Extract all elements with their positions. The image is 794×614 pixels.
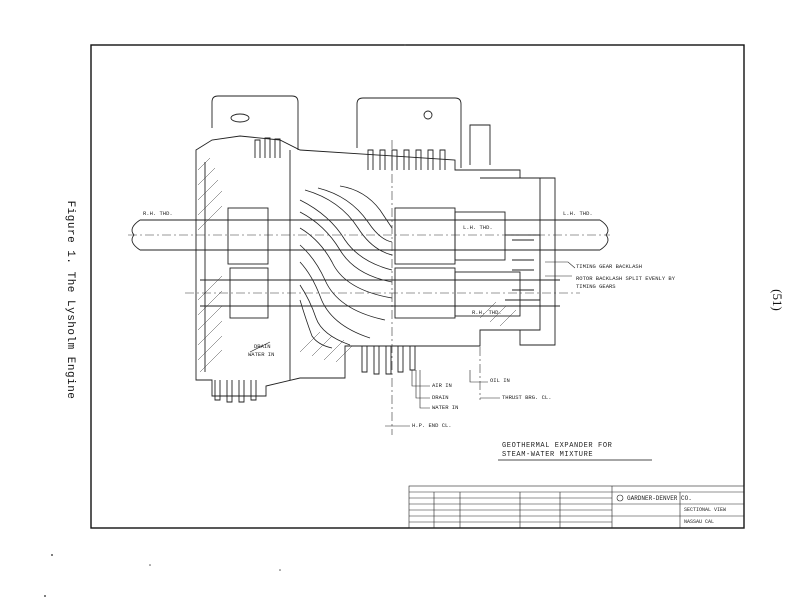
callout-drain-1: DRAIN (254, 343, 271, 350)
right-mount-hole (423, 110, 433, 120)
lower-rotor-shaft (200, 267, 560, 319)
callout-rotor-backlash-1: ROTOR BACKLASH SPLIT EVENLY BY (576, 275, 676, 282)
upper-rotor-shaft (131, 207, 609, 265)
title-block-dwg-no: NASSAU CAL (684, 519, 715, 525)
callout-timing-gear: TIMING GEAR BACKLASH (576, 263, 643, 270)
callout-water-in: WATER IN (432, 404, 459, 411)
callout-air-in: AIR IN (432, 382, 452, 389)
callout-hp-end: H.P. END CL. (412, 422, 452, 429)
bearing-housing (480, 177, 556, 346)
timing-gears (505, 234, 541, 301)
scan-specks (44, 44, 406, 597)
title-block (408, 485, 745, 529)
right-mount-bracket (356, 97, 462, 168)
engine-assembly (131, 95, 609, 403)
drawing-title-line2: STEAM-WATER MIXTURE (502, 451, 594, 459)
cooling-fins-top (254, 137, 446, 170)
callout-rotor-backlash-2: TIMING GEARS (576, 283, 616, 290)
section-hatching (197, 157, 517, 373)
oil-port (469, 124, 491, 165)
center-lines (128, 140, 610, 435)
callout-thrust: THRUST BRG. CL. (502, 394, 552, 401)
left-mount-bracket (211, 95, 299, 150)
sheet-border (90, 44, 745, 529)
title-block-section: SECTIONAL VIEW (684, 507, 727, 513)
callout-lh-thd-left: R.H. THD. (143, 210, 173, 217)
title-block-company: GARDNER-DENVER CO. (627, 495, 692, 502)
callout-rh-thd-inner: R.H. THD. (472, 309, 502, 316)
helical-rotors (299, 185, 393, 349)
left-mount-hole (230, 113, 250, 123)
cooling-fins-bottom (214, 346, 416, 403)
callout-lh-thd-inner: L.H. THD. (463, 224, 493, 231)
callout-oil-in: OIL IN (490, 377, 510, 384)
callout-lh-thd-right: L.H. THD. (563, 210, 593, 217)
drawing-title-line1: GEOTHERMAL EXPANDER FOR (502, 442, 613, 450)
leader-lines (249, 261, 576, 427)
callout-drain: DRAIN (432, 394, 449, 401)
callout-water-in-1: WATER IN (248, 351, 275, 358)
